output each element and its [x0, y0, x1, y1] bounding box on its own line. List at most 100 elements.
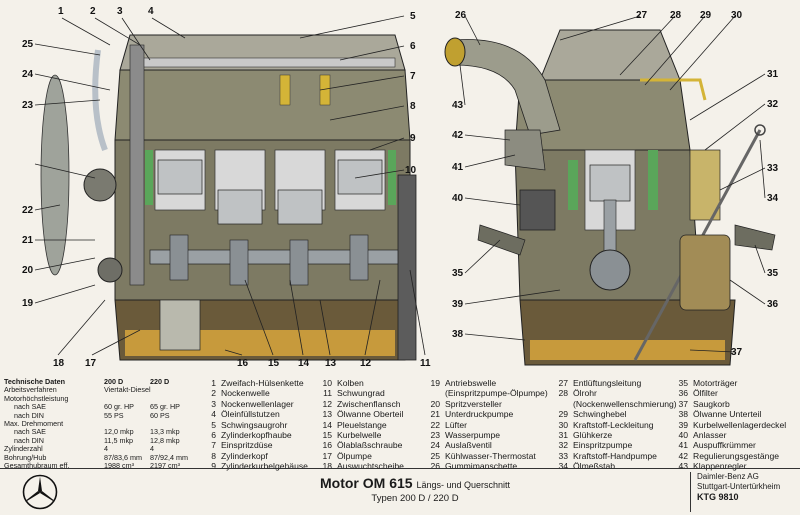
callout-labels-right: 26 27 28 29 30 31 32 33 34 35 36 37 38 3… — [452, 10, 779, 358]
legend-text: Auslaßventil — [445, 440, 492, 451]
legend-text: Auswuchtscheibe — [337, 461, 404, 472]
legend-item: 38 Ölwanne Unterteil — [672, 409, 786, 419]
callout-34: 34 — [767, 193, 779, 204]
legend-text: Motorträger — [693, 378, 738, 388]
callout-19: 19 — [22, 298, 34, 309]
legend-text: Kolben — [337, 378, 364, 388]
callout-15: 15 — [268, 358, 280, 369]
legend-text: Kurbelwellenlagerdeckel — [693, 419, 787, 430]
tech-row-value-200d: 12,0 mkp — [104, 427, 134, 437]
legend-text: (Einspritzpumpe-Ölpumpe) — [445, 388, 548, 399]
legend-number: 13 — [322, 409, 332, 420]
legend-text: Zylinderkopfhaube — [221, 430, 292, 441]
callout-9: 9 — [410, 133, 416, 144]
callout-labels-left: 1 2 3 4 5 6 7 8 9 10 11 12 13 14 15 16 1… — [22, 6, 431, 369]
legend-text: Schwinghebel — [573, 409, 627, 420]
tech-row-value-200d: Viertakt-Diesel — [104, 385, 151, 395]
callout-33: 33 — [767, 163, 779, 174]
callout-12: 12 — [360, 358, 372, 369]
callout-30: 30 — [731, 10, 743, 21]
callout-36: 36 — [767, 299, 779, 310]
legend-text: Entlüftungsleitung — [573, 378, 642, 388]
tech-title: Technische Daten — [4, 378, 65, 386]
legend-text: Zylinderkopf — [221, 450, 268, 461]
mercedes-star-logo — [22, 474, 58, 510]
legend-item: (Nockenwellenschmierung) — [552, 399, 677, 409]
legend-text: Einspritzpumpe — [573, 440, 633, 451]
callout-7: 7 — [410, 71, 416, 82]
legend-number: 6 — [211, 430, 216, 441]
technical-data-table: Technische Daten 200 D 220 D Arbeitsverf… — [4, 377, 194, 470]
legend-number: 8 — [211, 450, 216, 461]
legend-text: Ölpumpe — [337, 450, 372, 461]
callout-20: 20 — [22, 265, 34, 276]
legend-item: 23 Wasserpumpe — [424, 430, 548, 440]
legend-number: 23 — [430, 430, 440, 441]
tech-row-value-220d: 13,3 mkp — [150, 427, 180, 437]
legend-text: Nockenwelle — [221, 388, 270, 399]
tech-row-label: nach SAE — [14, 403, 46, 412]
legend-number: 17 — [322, 450, 332, 461]
callout-17: 17 — [85, 358, 97, 369]
callout-24: 24 — [22, 69, 34, 80]
legend-text: Ölmeßstab — [573, 461, 616, 472]
tech-row-label: Zylinderzahl — [4, 445, 43, 454]
tech-row-label: nach DIN — [14, 436, 44, 445]
legend-text: Zweifach-Hülsenkette — [221, 378, 304, 388]
tech-row-value-200d: 4 — [104, 444, 108, 454]
legend-text: Wasserpumpe — [445, 430, 501, 441]
callout-3: 3 — [117, 6, 123, 17]
title-sub: Längs- und Querschnitt — [416, 480, 511, 490]
legend-text: Schwingsaugrohr — [221, 419, 288, 430]
longitudinal-section — [40, 34, 417, 361]
title-line: Motor OM 615 Längs- und Querschnitt — [240, 475, 590, 491]
legend-text: Kraftstoff-Handpumpe — [573, 450, 657, 461]
document-code: KTG 9810 — [697, 492, 739, 502]
callout-16: 16 — [237, 358, 249, 369]
legend-number: 14 — [322, 419, 332, 430]
legend-number: 15 — [322, 430, 332, 441]
callout-32: 32 — [767, 99, 779, 110]
legend-number: 38 — [678, 409, 688, 420]
legend-text: Pleuelstange — [337, 419, 387, 430]
legend-text: Lüfter — [445, 419, 467, 430]
callout-5: 5 — [410, 11, 416, 22]
legend-text: Ölwanne Unterteil — [693, 409, 762, 420]
tech-row: Max. Drehmoment — [4, 420, 194, 428]
legend-text: Kühlwasser-Thermostat — [445, 450, 536, 461]
legend-text: Klappenregler — [693, 461, 747, 472]
callout-29: 29 — [700, 10, 712, 21]
callout-26: 26 — [455, 10, 467, 21]
legend-number: 40 — [678, 430, 688, 441]
callout-1: 1 — [58, 6, 64, 17]
info-panel: Technische Daten 200 D 220 D Arbeitsverf… — [0, 374, 800, 471]
tech-row: Motorhöchstleistung — [4, 395, 194, 403]
legend-item: 14 Pleuelstange — [316, 420, 404, 430]
callout-41: 41 — [452, 162, 464, 173]
legend-item: 6 Zylinderkopfhaube — [200, 430, 308, 440]
legend-number: 30 — [558, 419, 568, 430]
callout-31: 31 — [767, 69, 779, 80]
callout-35-right: 35 — [767, 268, 779, 279]
callout-25: 25 — [22, 39, 34, 50]
callout-23: 23 — [22, 100, 34, 111]
legend-number: 5 — [211, 419, 216, 430]
legend-number: 12 — [322, 398, 332, 409]
legend-number: 34 — [558, 461, 568, 472]
legend-text: Kurbelwelle — [337, 430, 382, 441]
